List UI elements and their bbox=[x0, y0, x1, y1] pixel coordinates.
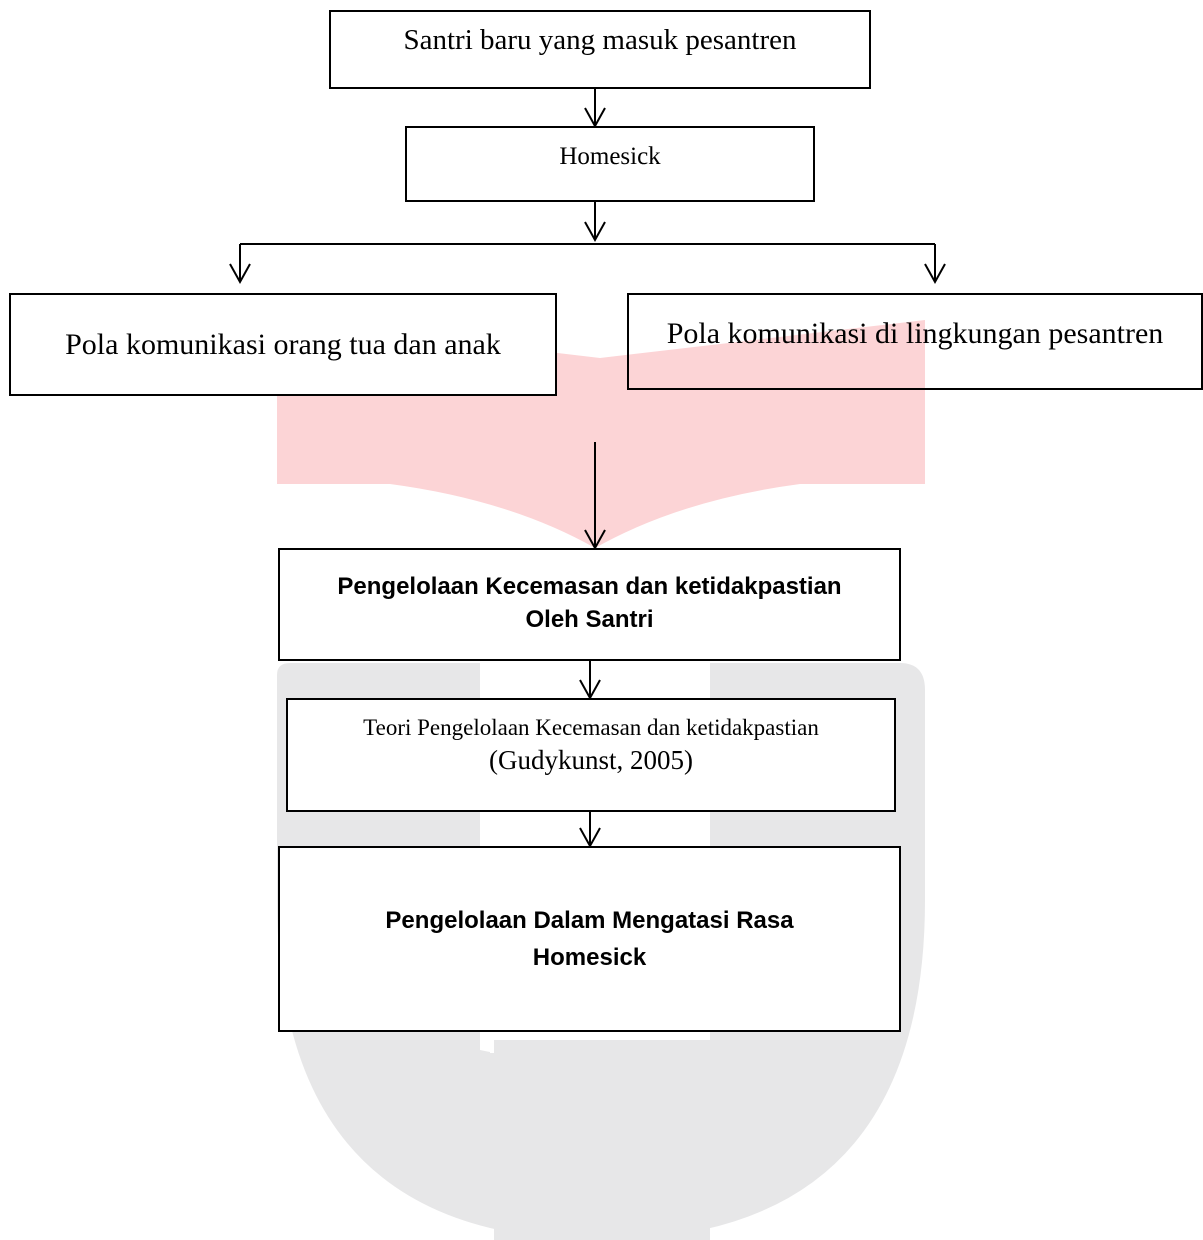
arrowhead-pola-ortu bbox=[229, 263, 251, 285]
node-pengelolaan-kecemasan-line2: Oleh Santri bbox=[525, 606, 654, 633]
watermark-gray-stem bbox=[494, 1040, 710, 1240]
node-pengelolaan-kecemasan: Pengelolaan Kecemasan dan ketidakpastian… bbox=[278, 548, 901, 661]
arrowhead-branch bbox=[584, 221, 606, 243]
arrowhead-pola-pesantren bbox=[924, 263, 946, 285]
node-homesick-label: Homesick bbox=[559, 143, 661, 170]
node-homesick: Homesick bbox=[405, 126, 815, 202]
node-pola-ortu-label: Pola komunikasi orang tua dan anak bbox=[65, 327, 501, 361]
node-pola-pesantren-label: Pola komunikasi di lingkungan pesantren bbox=[666, 317, 1164, 350]
node-santri-baru: Santri baru yang masuk pesantren bbox=[329, 10, 871, 89]
node-pola-komunikasi-pesantren: Pola komunikasi di lingkungan pesantren bbox=[627, 293, 1203, 390]
node-santri-baru-label: Santri baru yang masuk pesantren bbox=[403, 24, 797, 56]
node-pengelolaan-dalam-line2: Homesick bbox=[532, 944, 647, 971]
node-pengelolaan-kecemasan-line1: Pengelolaan Kecemasan dan ketidakpastian bbox=[337, 573, 842, 600]
node-teori-citation: (Gudykunst, 2005) bbox=[489, 745, 693, 775]
node-pengelolaan-dalam-line1: Pengelolaan Dalam Mengatasi Rasa bbox=[385, 907, 794, 934]
node-pola-komunikasi-ortu: Pola komunikasi orang tua dan anak bbox=[9, 293, 557, 396]
node-teori: Teori Pengelolaan Kecemasan dan ketidakp… bbox=[286, 698, 896, 812]
node-pengelolaan-dalam: Pengelolaan Dalam Mengatasi Rasa Homesic… bbox=[278, 846, 901, 1032]
node-teori-title: Teori Pengelolaan Kecemasan dan ketidakp… bbox=[363, 715, 819, 740]
